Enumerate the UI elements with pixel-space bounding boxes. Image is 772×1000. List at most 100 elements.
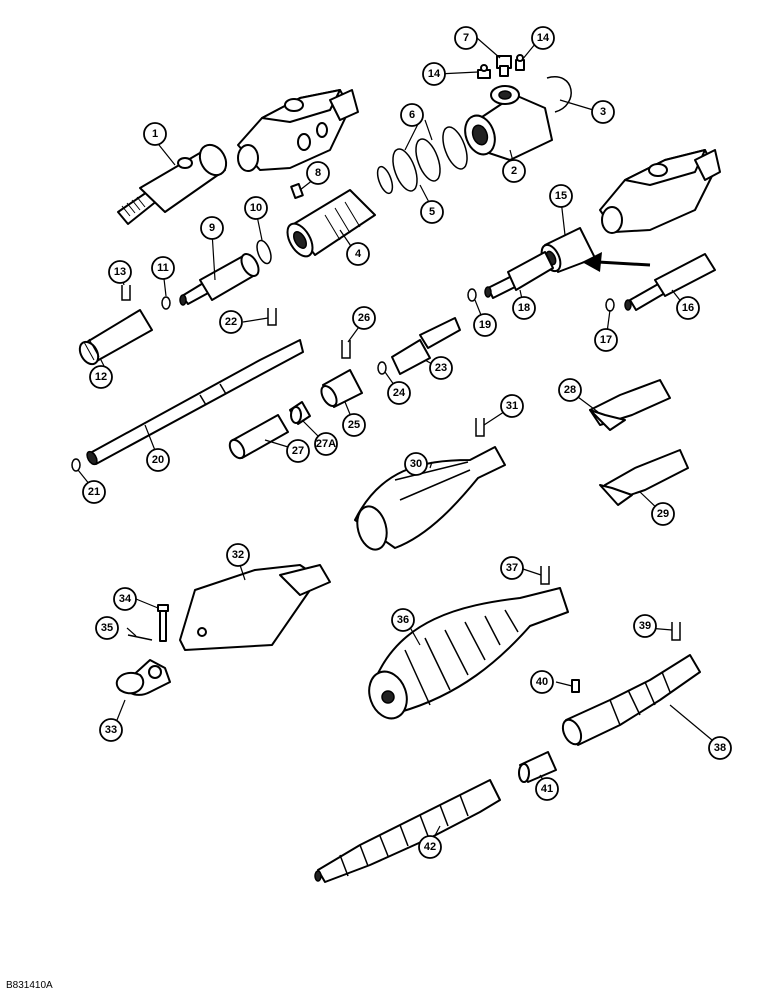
callout-4: 4 — [346, 242, 370, 266]
callout-number: 21 — [88, 486, 100, 498]
part-spool-end-9 — [179, 253, 260, 306]
callout-circle — [512, 296, 536, 320]
part-pin-8 — [290, 182, 304, 200]
callout-circle — [400, 103, 424, 127]
callout-circle — [200, 216, 224, 240]
callout-circle — [391, 608, 415, 632]
part-bolt-34 — [157, 604, 169, 642]
part-detent-12 — [78, 309, 153, 366]
callout-27: 27 — [286, 439, 310, 463]
part-fitting-7 — [496, 55, 512, 77]
part-cone-30 — [354, 446, 506, 551]
callout-circle — [531, 26, 555, 50]
callout-number: 26 — [358, 312, 370, 324]
callout-23: 23 — [429, 356, 453, 380]
callout-number: 36 — [397, 614, 409, 626]
callout-10: 10 — [244, 196, 268, 220]
callout-29: 29 — [651, 502, 675, 526]
callout-number: 41 — [541, 783, 553, 795]
part-fork-29 — [599, 449, 689, 506]
callout-circle — [143, 122, 167, 146]
callout-number: 16 — [682, 302, 694, 314]
callout-8: 8 — [306, 161, 330, 185]
callout-number: 22 — [225, 316, 237, 328]
callout-21: 21 — [82, 480, 106, 504]
callout-number: 15 — [555, 190, 567, 202]
part-shaft-27 — [228, 414, 289, 460]
callout-circle — [535, 777, 559, 801]
callout-circle — [502, 159, 526, 183]
part-pin-40 — [571, 679, 580, 693]
callout-circle — [108, 260, 132, 284]
part-clip-39 — [671, 622, 681, 641]
part-spool-23 — [391, 317, 461, 375]
callout-circle — [473, 313, 497, 337]
callout-14: 14 — [422, 62, 446, 86]
callout-number: 34 — [119, 593, 132, 605]
part-fork-28 — [589, 379, 671, 431]
callout-36: 36 — [391, 608, 415, 632]
callout-circle — [454, 26, 478, 50]
callout-circle — [286, 439, 310, 463]
part-o-ring-17 — [605, 298, 615, 312]
callout-circle — [708, 736, 732, 760]
callout-24: 24 — [387, 381, 411, 405]
callout-number: 28 — [564, 384, 576, 396]
callout-circle — [429, 356, 453, 380]
callout-circle — [346, 242, 370, 266]
callout-circle — [226, 543, 250, 567]
part-grease-fitting-14b — [515, 54, 525, 71]
part-snap-ring-3 — [546, 76, 572, 113]
valve-body-upper-left — [237, 89, 359, 172]
assembly-arrow — [582, 252, 651, 272]
part-sleeve-15 — [540, 227, 596, 273]
callout-circle — [549, 184, 573, 208]
callout-circle — [151, 256, 175, 280]
callout-circle — [418, 835, 442, 859]
callout-circle — [82, 480, 106, 504]
callout-number: 18 — [518, 302, 530, 314]
callout-32: 32 — [226, 543, 250, 567]
callout-number: 32 — [232, 549, 244, 561]
callout-number: 35 — [101, 622, 113, 634]
callout-27A: 27A — [314, 432, 338, 456]
callout-number: 1 — [152, 128, 158, 140]
callout-circle — [404, 452, 428, 476]
valve-body-right — [599, 149, 721, 234]
callout-number: 8 — [315, 167, 321, 179]
callout-5: 5 — [420, 200, 444, 224]
callout-number: 27A — [316, 438, 336, 450]
callout-number: 20 — [152, 454, 164, 466]
callout-number: 24 — [393, 387, 406, 399]
callout-1: 1 — [143, 122, 167, 146]
callout-9: 9 — [200, 216, 224, 240]
drawing-code: B831410A — [6, 980, 53, 991]
callout-30: 30 — [404, 452, 428, 476]
part-clip-26 — [341, 340, 351, 359]
callout-circle — [420, 200, 444, 224]
callout-14: 14 — [531, 26, 555, 50]
part-clip-31 — [475, 418, 485, 437]
callout-11: 11 — [151, 256, 175, 280]
callout-number: 17 — [600, 334, 612, 346]
callout-number: 13 — [114, 266, 126, 278]
callout-25: 25 — [342, 413, 366, 437]
part-grease-fitting-14a — [477, 64, 491, 79]
callout-number: 19 — [479, 319, 491, 331]
callout-number: 9 — [209, 222, 215, 234]
part-o-ring-24 — [377, 361, 387, 375]
callout-42: 42 — [418, 835, 442, 859]
callout-26: 26 — [352, 306, 376, 330]
part-sleeve-25 — [320, 369, 363, 408]
callout-circle — [342, 413, 366, 437]
callout-number: 7 — [463, 32, 469, 44]
part-sleeve-41 — [518, 751, 557, 783]
callout-number: 23 — [435, 362, 447, 374]
callout-circle — [633, 614, 657, 638]
callout-circle — [591, 100, 615, 124]
callout-40: 40 — [530, 670, 554, 694]
callout-number: 3 — [600, 106, 606, 118]
part-plate-32 — [179, 564, 331, 651]
callout-circle — [113, 587, 137, 611]
